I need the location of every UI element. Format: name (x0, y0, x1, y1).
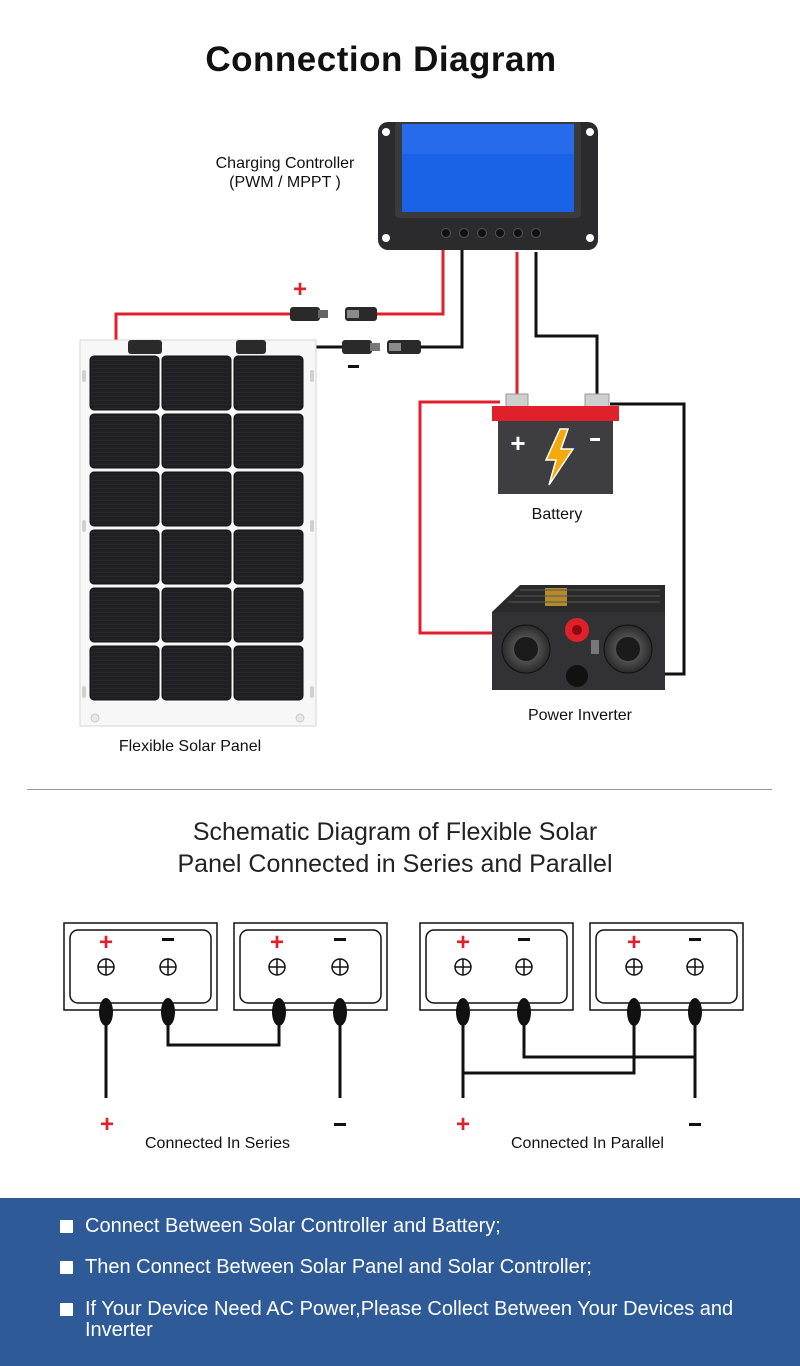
controller-screen (402, 124, 574, 212)
terminal-icon (625, 958, 643, 976)
solar-cell-module (233, 413, 304, 469)
solar-panel-label: Flexible Solar Panel (118, 738, 262, 755)
mc4-negative-female (387, 340, 421, 354)
panel-negative-sign (518, 938, 530, 941)
solar-cell-module (161, 355, 232, 411)
panel-negative-sign (689, 938, 701, 941)
terminal-icon (268, 958, 286, 976)
series-output-negative (334, 1123, 346, 1126)
controller-label-name: Charging Controller (215, 155, 355, 172)
charge-controller (378, 122, 598, 250)
battery-negative-sign (590, 438, 600, 441)
solar-cell-module (233, 645, 304, 701)
controller-label: Charging Controller (PWM / MPPT ) (190, 154, 380, 192)
schematic-panel: + (63, 922, 218, 1011)
schematic-title: Schematic Diagram of Flexible Solar Pane… (0, 816, 790, 880)
solar-cell-module (89, 413, 160, 469)
panel-negative-sign (334, 938, 346, 941)
schematic-panel: + (589, 922, 744, 1011)
instruction-item: Then Connect Between Solar Panel and Sol… (60, 1257, 760, 1278)
schematic-panel: + (233, 922, 388, 1011)
solar-cell-module (233, 587, 304, 643)
solar-cell-module (89, 529, 160, 585)
series-schematic: + + + (63, 922, 388, 1138)
series-output-positive: + (100, 1111, 114, 1138)
solar-cell-module (161, 645, 232, 701)
mc4-positive-female (345, 307, 377, 321)
solar-cell-module (233, 529, 304, 585)
instruction-text: Connect Between Solar Controller and Bat… (85, 1215, 501, 1237)
panel-negative-sign (162, 938, 174, 941)
mc4-positive-male (290, 307, 328, 321)
mc4-connectors (290, 307, 421, 354)
solar-cell-module (161, 471, 232, 527)
panel-positive-sign: + (456, 929, 470, 956)
terminal-icon (686, 958, 704, 976)
battery: + (492, 393, 619, 494)
terminal-icon (97, 958, 115, 976)
schematic-title-line2: Panel Connected in Series and Parallel (177, 850, 613, 878)
lightning-icon (544, 428, 575, 486)
solar-cell-module (89, 355, 160, 411)
parallel-schematic: + + + (419, 922, 744, 1138)
instruction-text: Then Connect Between Solar Panel and Sol… (85, 1256, 592, 1278)
mc4-negative-male (342, 340, 380, 354)
solar-cell-module (161, 529, 232, 585)
controller-label-type: (PWM / MPPT ) (229, 174, 341, 191)
panel-positive-sign: + (293, 276, 307, 303)
schematic-title-line1: Schematic Diagram of Flexible Solar (192, 818, 598, 846)
terminal-icon (515, 958, 533, 976)
inverter-negative-terminal (566, 665, 588, 687)
instructions-band (0, 1198, 800, 1366)
parallel-caption: Connected In Parallel (511, 1135, 664, 1152)
inverter-label: Power Inverter (527, 707, 633, 724)
solar-cell-module (233, 471, 304, 527)
terminal-icon (331, 958, 349, 976)
section-divider (27, 789, 772, 790)
terminal-icon (454, 958, 472, 976)
solar-cell-module (89, 587, 160, 643)
square-bullet-icon (60, 1220, 73, 1233)
instruction-item: Connect Between Solar Controller and Bat… (60, 1216, 760, 1237)
instruction-text: If Your Device Need AC Power,Please Coll… (85, 1298, 734, 1341)
solar-cell-module (161, 413, 232, 469)
solar-cell-module (233, 355, 304, 411)
square-bullet-icon (60, 1303, 73, 1316)
solar-cell-module (89, 471, 160, 527)
power-inverter (492, 585, 665, 690)
battery-positive-sign: + (510, 428, 525, 458)
solar-cell-module (89, 645, 160, 701)
page-title: Connection Diagram (205, 40, 557, 79)
panel-positive-sign: + (627, 929, 641, 956)
terminal-icon (159, 958, 177, 976)
flexible-solar-panel (79, 339, 317, 727)
solar-cell-module (161, 587, 232, 643)
schematic-panel: + (419, 922, 574, 1011)
parallel-output-positive: + (456, 1111, 470, 1138)
instruction-item: If Your Device Need AC Power,Please Coll… (60, 1299, 760, 1341)
square-bullet-icon (60, 1261, 73, 1274)
panel-negative-sign (348, 365, 359, 368)
series-caption: Connected In Series (145, 1135, 290, 1152)
panel-positive-sign: + (270, 929, 284, 956)
panel-positive-sign: + (99, 929, 113, 956)
battery-label: Battery (531, 506, 583, 523)
parallel-output-negative (689, 1123, 701, 1126)
